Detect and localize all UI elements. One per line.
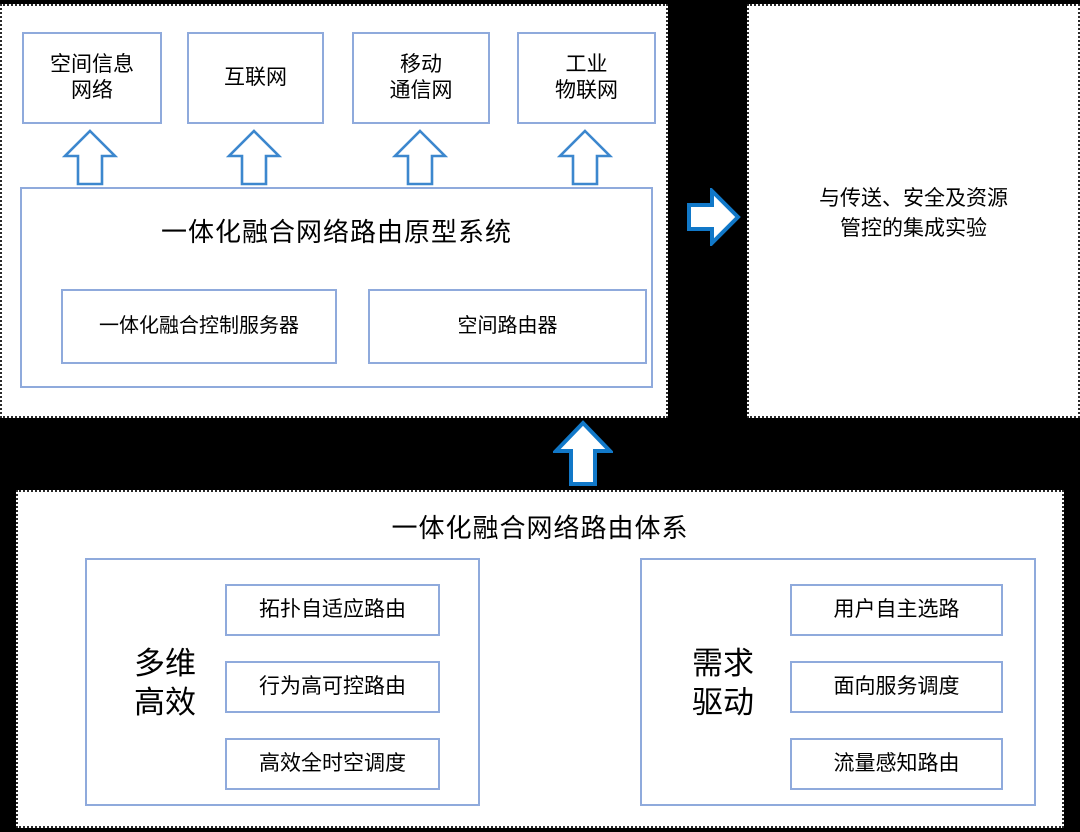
network-box-internet: 互联网 (187, 32, 324, 124)
arrow-up-icon (225, 128, 283, 186)
group-label-demand-driven: 需求 驱动 (692, 646, 754, 720)
arrow-up-icon (61, 128, 119, 186)
integration-experiment-text: 与传送、安全及资源 管控的集成实验 (819, 186, 1008, 241)
group-label-multidimensional-efficiency: 多维 高效 (134, 646, 196, 720)
subsystem-box-control-server: 一体化融合控制服务器 (61, 289, 337, 364)
integration-experiment-panel (747, 4, 1080, 418)
network-box-mobile-communication: 移动 通信网 (352, 32, 490, 124)
item-box-traffic-aware-routing: 流量感知路由 (790, 738, 1003, 790)
item-box-service-oriented-scheduling: 面向服务调度 (790, 661, 1003, 713)
network-box-industrial-iot: 工业 物联网 (517, 32, 656, 124)
subsystem-box-space-router: 空间路由器 (368, 289, 647, 364)
item-box-topology-adaptive-routing: 拓扑自适应路由 (225, 584, 440, 636)
arrow-up-icon (551, 420, 615, 486)
prototype-system-panel: 空间信息 网络 互联网 移动 通信网 工业 物联网 一体化融合网络路由原型系统 … (0, 4, 668, 418)
network-box-space-information: 空间信息 网络 (22, 32, 162, 124)
routing-architecture-title: 一体化融合网络路由体系 (391, 514, 689, 543)
item-box-behavior-controllable-routing: 行为高可控路由 (225, 661, 440, 713)
item-box-user-autonomous-path-selection: 用户自主选路 (790, 584, 1003, 636)
arrow-up-icon (391, 128, 449, 186)
item-box-efficient-spatiotemporal-scheduling: 高效全时空调度 (225, 738, 440, 790)
arrow-right-icon (686, 186, 741, 248)
prototype-system-title: 一体化融合网络路由原型系统 (160, 218, 512, 247)
arrow-up-icon (556, 128, 614, 186)
